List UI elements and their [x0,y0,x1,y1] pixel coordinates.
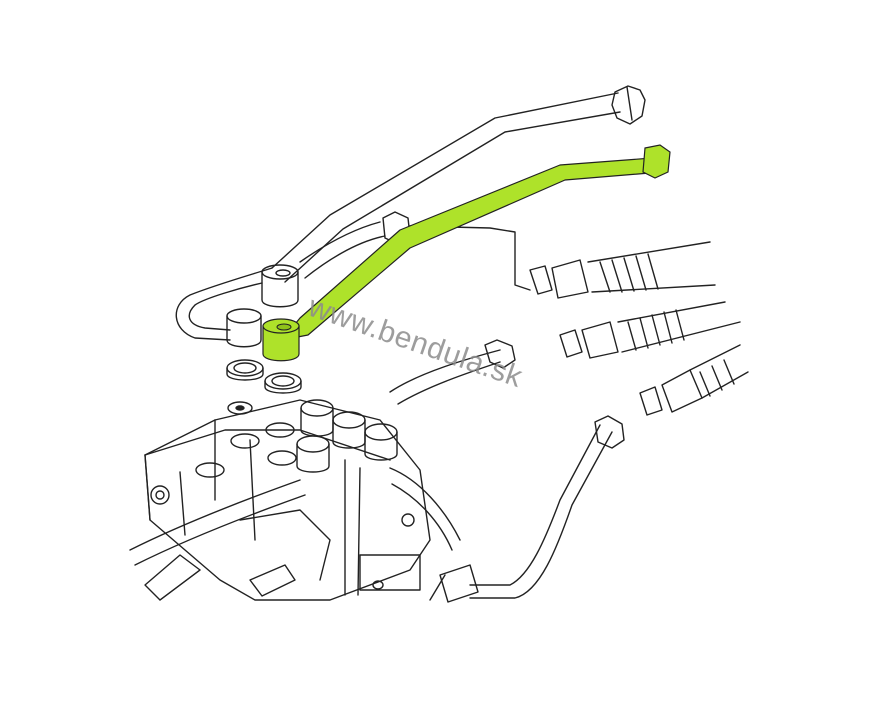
hose-top [529,241,716,299]
upper-pipe [175,92,621,341]
washers [226,359,302,415]
upper-pipe-nut [611,85,646,125]
hose-middle [559,301,741,359]
banjo-fitting-lower [226,308,262,348]
valve-caps [267,399,398,473]
highlighted-pipe [262,144,671,362]
banjo-fitting-upper [261,264,299,308]
hose-bottom [639,344,749,416]
right-pipe [389,339,625,603]
lower-pipes [129,459,461,601]
